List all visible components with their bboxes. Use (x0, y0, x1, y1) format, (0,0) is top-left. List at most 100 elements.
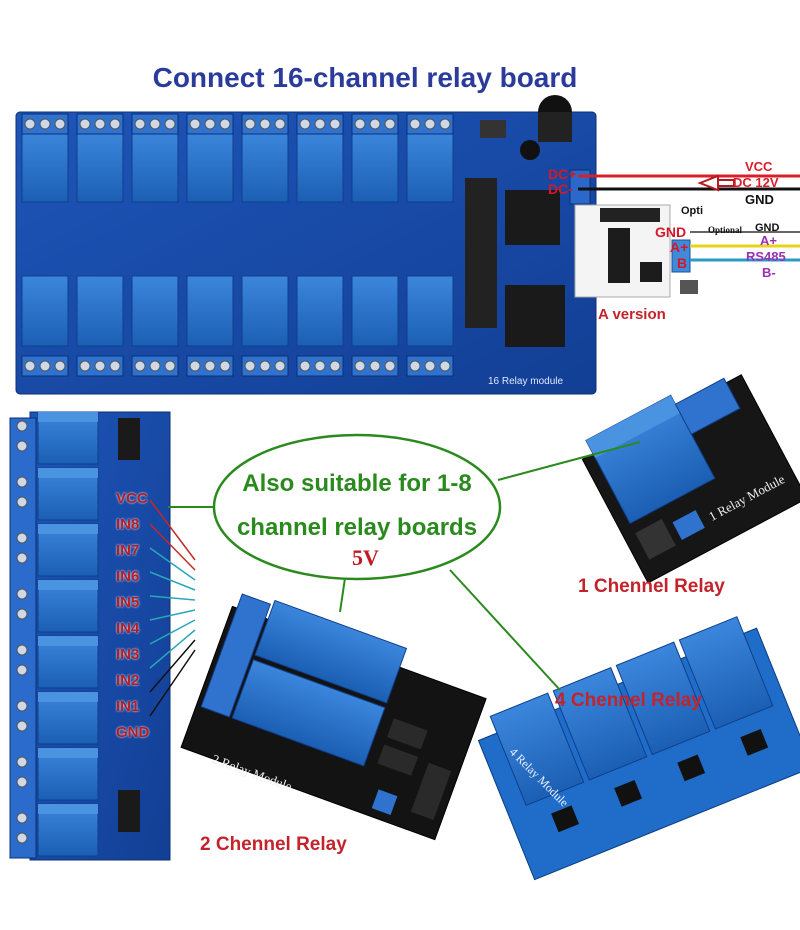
gnd-power-label: GND (745, 192, 774, 207)
rs485-module (574, 204, 698, 298)
screw (409, 360, 421, 372)
screw (274, 118, 286, 130)
board-1-channel (581, 374, 800, 584)
relay (186, 131, 234, 203)
screw (39, 360, 51, 372)
relay (186, 275, 234, 347)
screw (54, 118, 66, 130)
board-2-channel (180, 593, 487, 841)
dc-minus-pin: DC- (548, 181, 573, 197)
screw (79, 118, 91, 130)
jumper-wire (149, 523, 196, 571)
screw (189, 360, 201, 372)
screw (259, 360, 271, 372)
optional-label: Optional (708, 225, 743, 235)
screw (314, 360, 326, 372)
a-plus-label: A+ (760, 233, 777, 248)
relay-top (38, 748, 98, 758)
relay-top (38, 412, 98, 422)
gnd-signal-label: GND (755, 222, 780, 234)
screw (16, 832, 28, 844)
relay (131, 275, 179, 347)
pin-label-in2: IN2 (116, 672, 140, 689)
screw (16, 812, 28, 824)
screw (384, 360, 396, 372)
rs485-label: RS485 (746, 249, 786, 264)
screw (134, 360, 146, 372)
b-minus-label: B- (762, 265, 776, 280)
b-pin: B (677, 255, 688, 271)
relay (406, 131, 454, 203)
a-version-label: A version (598, 306, 666, 323)
pin-label-vcc: VCC (116, 490, 148, 507)
screw (16, 700, 28, 712)
vcc-label: VCC (745, 159, 773, 174)
pin-label-in1: IN1 (116, 698, 140, 715)
opti-label: Opti (681, 205, 703, 217)
screw (109, 360, 121, 372)
pin-label-in8: IN8 (116, 516, 140, 533)
caption-2-channel: 2 Chennel Relay (200, 834, 347, 855)
screw (204, 360, 216, 372)
screw (439, 360, 451, 372)
jumper-wire (149, 639, 196, 693)
screw (94, 360, 106, 372)
caption-1-channel: 1 Chennel Relay (578, 576, 725, 597)
screw (149, 360, 161, 372)
screw (424, 118, 436, 130)
relay (296, 275, 344, 347)
relay (76, 275, 124, 347)
relay (131, 131, 179, 203)
screw (16, 644, 28, 656)
jumper-wire (149, 649, 196, 717)
pin-label-gnd: GND (116, 724, 150, 741)
callout-line-1: Also suitable for 1-8 (242, 470, 472, 497)
screw (219, 360, 231, 372)
relay (406, 275, 454, 347)
jumper-wire (149, 595, 196, 601)
jumper-wire (149, 609, 196, 621)
screw (16, 756, 28, 768)
screw (299, 360, 311, 372)
board-16-channel (15, 95, 597, 395)
relay-top (38, 804, 98, 814)
screw (24, 360, 36, 372)
screw (164, 118, 176, 130)
screw (439, 118, 451, 130)
screw (369, 118, 381, 130)
caption-4-channel: 4 Chennel Relay (555, 690, 702, 711)
relay-top (38, 692, 98, 702)
screw (16, 588, 28, 600)
page-title: Connect 16-channel relay board (152, 62, 578, 93)
callout-line-2: channel relay boards (236, 514, 478, 541)
callout-connectors (168, 433, 641, 691)
relay-top (38, 636, 98, 646)
a-plus-pin: A+ (670, 239, 689, 255)
screw (314, 118, 326, 130)
relay (296, 131, 344, 203)
relay (76, 131, 124, 203)
screw (329, 118, 341, 130)
screw (16, 476, 28, 488)
pin-label-in6: IN6 (116, 568, 140, 585)
relay (351, 131, 399, 203)
screw (409, 118, 421, 130)
jumper-wire (149, 547, 196, 581)
power-wires (578, 174, 800, 192)
screw (329, 360, 341, 372)
screw (369, 360, 381, 372)
board-16-label: 16 Relay module (488, 376, 564, 387)
screw (16, 776, 28, 788)
jumper-wire (149, 619, 196, 645)
relay-top (38, 468, 98, 478)
screw (16, 664, 28, 676)
screw (204, 118, 216, 130)
screw (16, 440, 28, 452)
dc-plus-pin: DC+ (548, 166, 577, 182)
screw (244, 360, 256, 372)
relay-top (38, 580, 98, 590)
screw (16, 720, 28, 732)
screw (16, 608, 28, 620)
screw (219, 118, 231, 130)
screw (354, 360, 366, 372)
